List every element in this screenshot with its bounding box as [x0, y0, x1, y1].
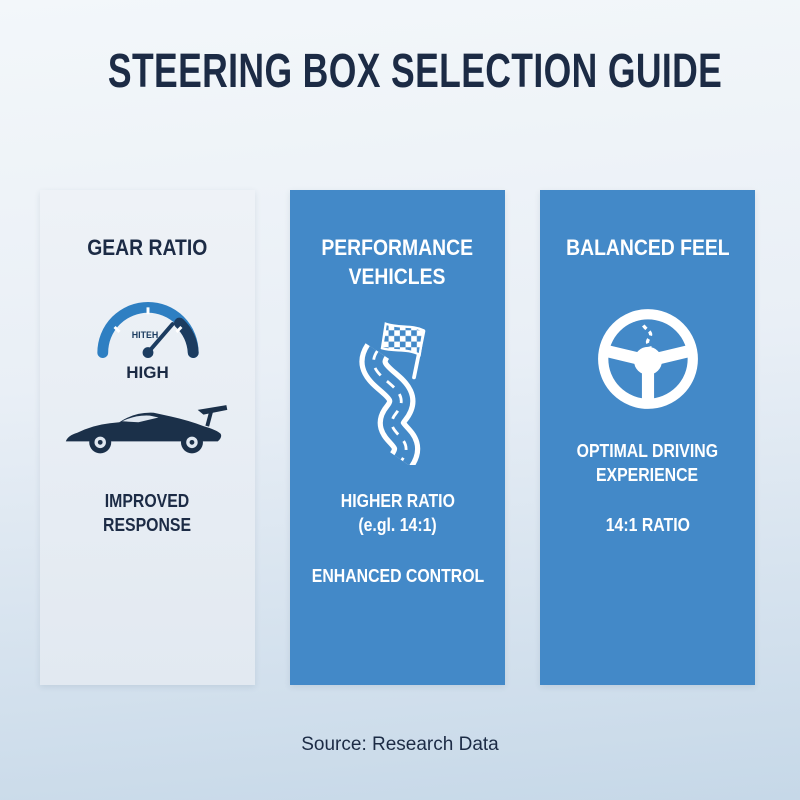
- improved-response-text: IMPROVED RESPONSE: [103, 490, 192, 535]
- svg-text:HITEH: HITEH: [131, 329, 158, 339]
- balanced-feel-heading: BALANCED FEEL: [565, 235, 730, 260]
- steering-wheel-icon: [592, 303, 704, 415]
- card-performance-vehicles: PERFORMANCE VEHICLES HIGHER: [290, 190, 505, 685]
- source-text: Source: Research Data: [301, 734, 499, 755]
- optimal-driving-text: OPTIMAL DRIVING EXPERIENCE: [576, 440, 719, 485]
- gauge-icon: HITEH HIGH: [89, 289, 207, 383]
- page-title: STEERING BOX SELECTION GUIDE: [107, 45, 723, 98]
- sports-car-icon: [62, 397, 234, 459]
- higher-ratio-text: HIGHER RATIO (e.gl. 14:1): [340, 491, 455, 536]
- card-balanced-feel: BALANCED FEEL OPTIMAL DRIVING EXPERIENCE…: [540, 190, 755, 685]
- winding-road-flag-icon: [332, 319, 464, 466]
- gauge-high-label: HIGH: [126, 362, 169, 382]
- performance-vehicles-heading: PERFORMANCE VEHICLES: [321, 235, 474, 289]
- gear-ratio-heading: GEAR RATIO: [87, 235, 208, 260]
- card-gear-ratio: GEAR RATIO HITEH HIGH: [40, 190, 255, 685]
- ratio-text: 14:1 RATIO: [605, 515, 690, 536]
- enhanced-control-text: ENHANCED CONTROL: [311, 565, 484, 586]
